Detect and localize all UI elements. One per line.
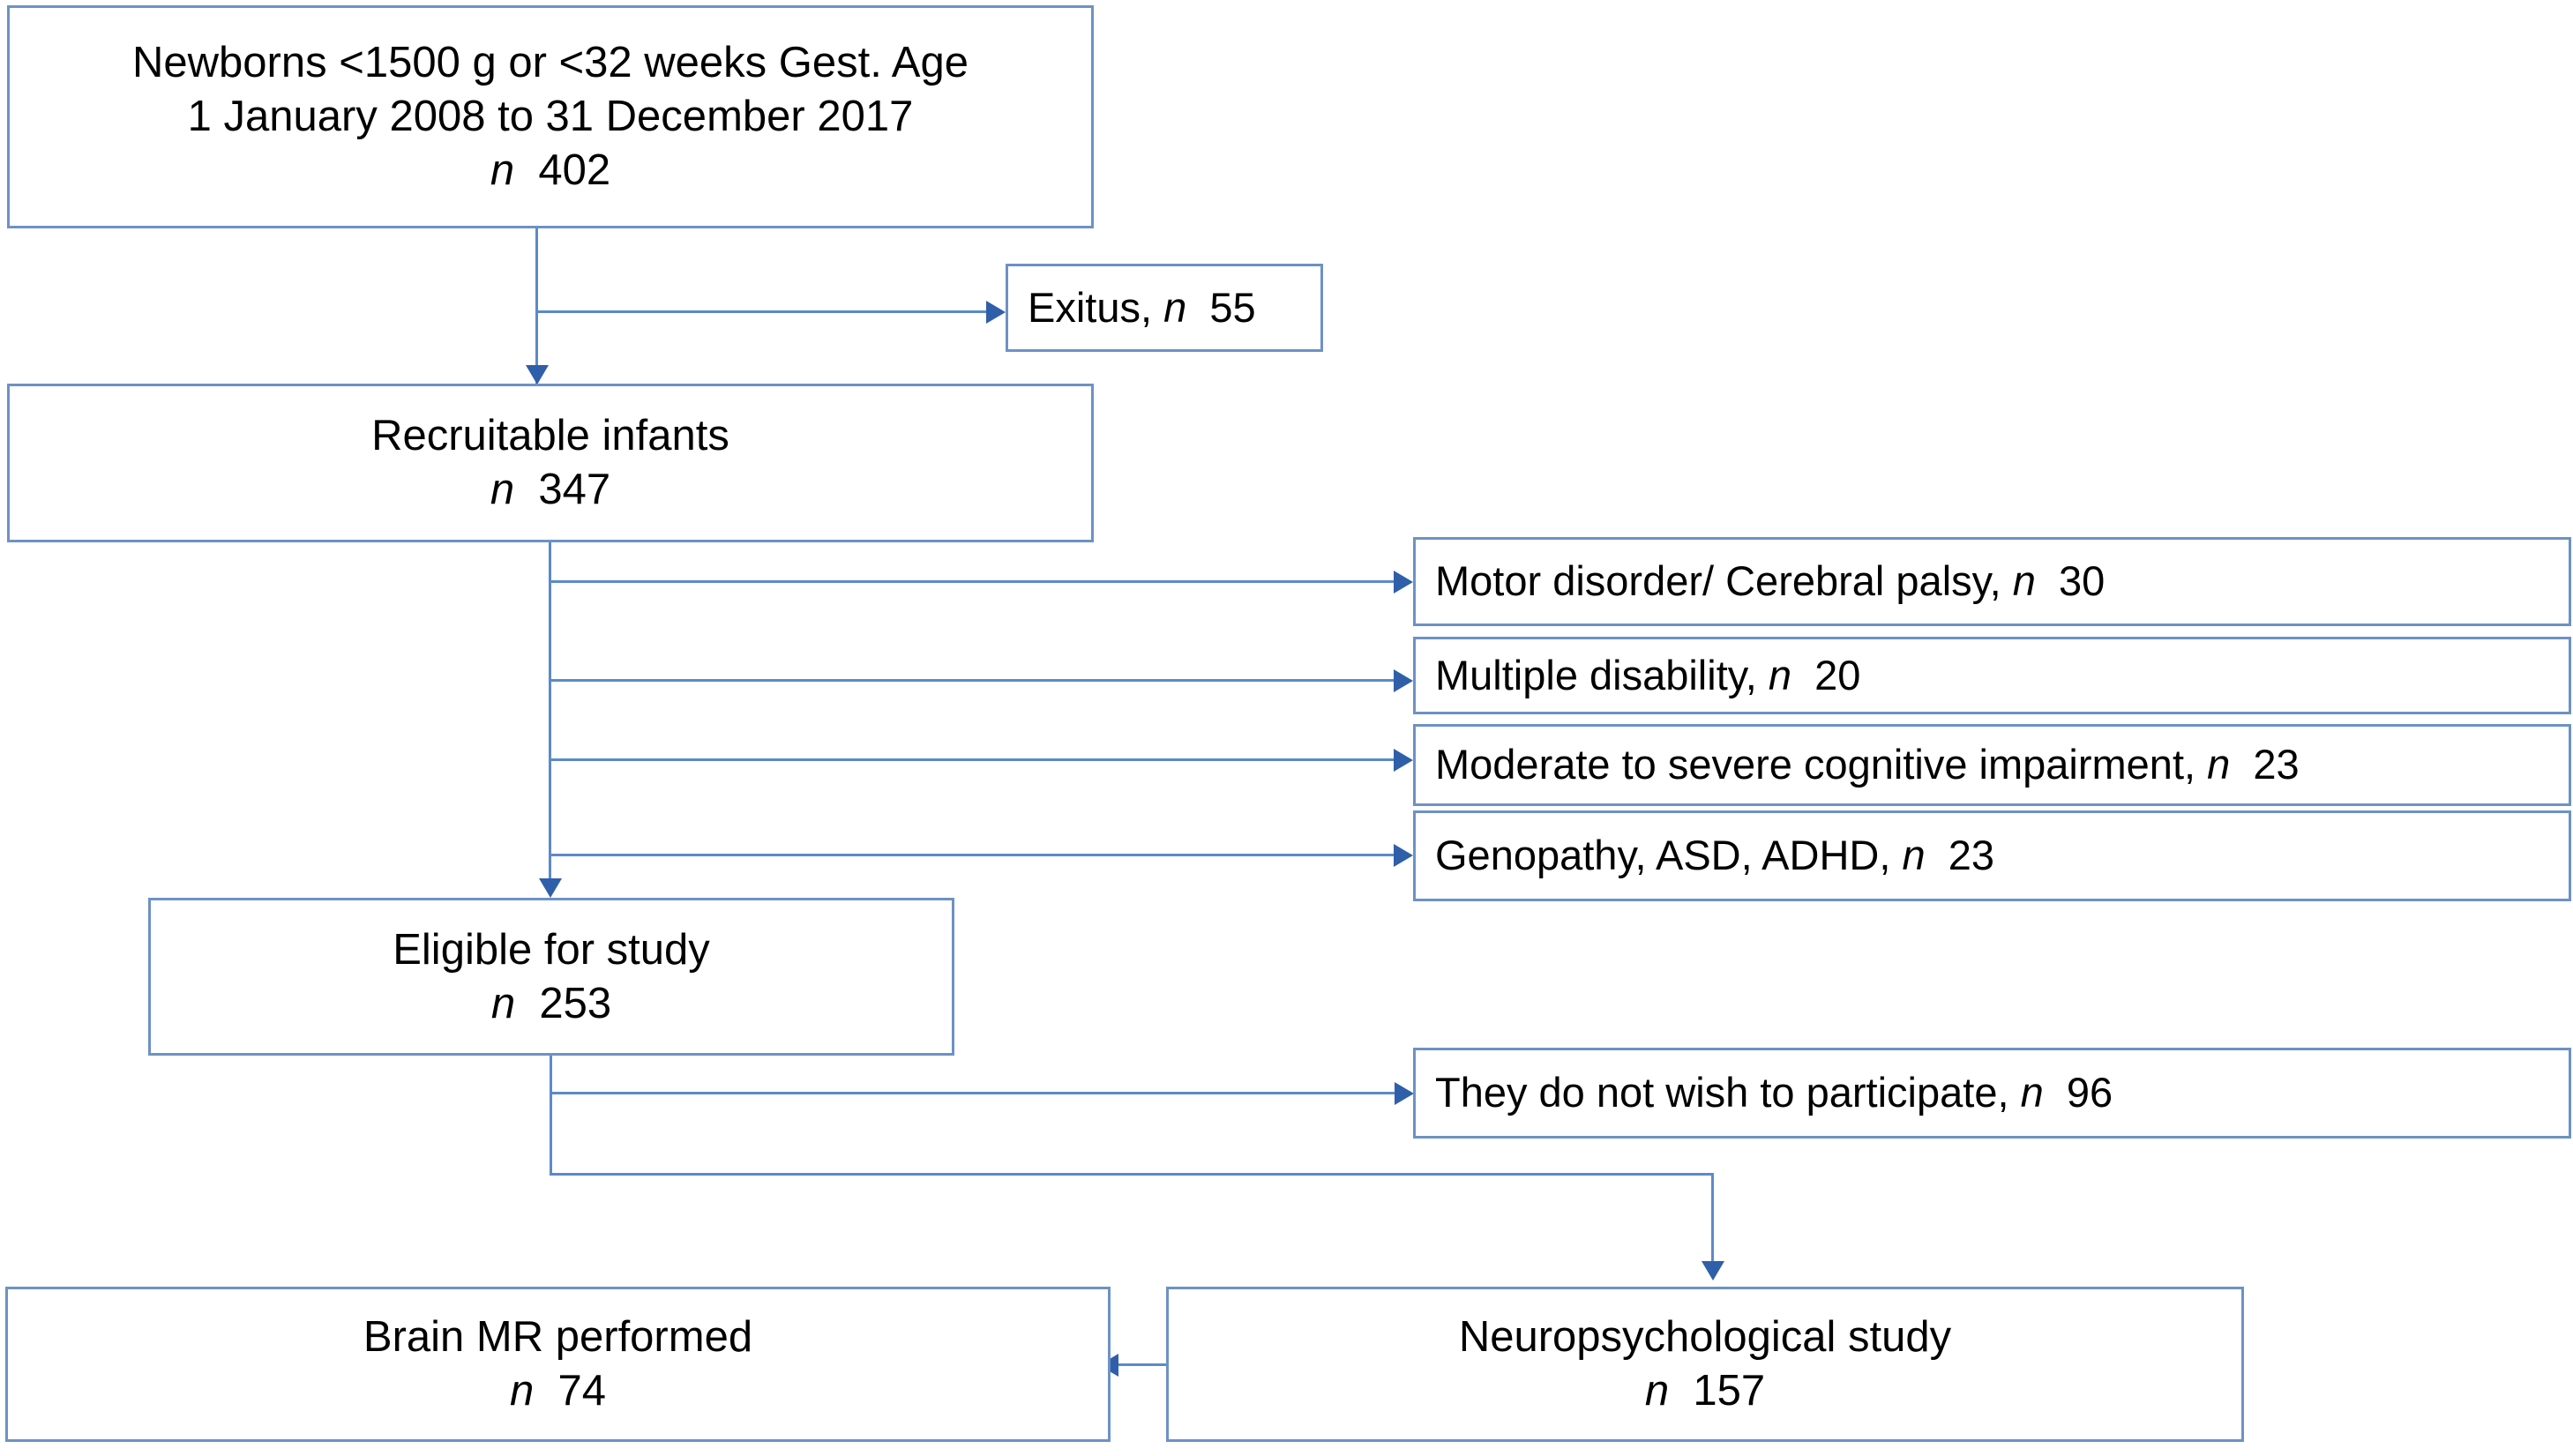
arrowhead-to-eligible xyxy=(539,878,562,898)
exclusion-cognitive-impairment-label: Moderate to severe cognitive impairment, xyxy=(1435,741,2196,788)
newborns-n-value: 402 xyxy=(538,146,611,194)
connector-neuropsych-to-brain-mr xyxy=(1116,1363,1169,1366)
eligible-line-1: Eligible for study xyxy=(393,925,710,974)
brain-mr-box[interactable]: Brain MR performed n 74 xyxy=(5,1287,1111,1442)
exclusion-multiple-disability-label: Multiple disability, xyxy=(1435,651,1757,698)
exclusion-cognitive-impairment[interactable]: Moderate to severe cognitive impairment,… xyxy=(1413,724,2571,806)
arrowhead-to-dropout-1 xyxy=(1395,1082,1414,1105)
dropout-do-not-wish[interactable]: They do not wish to participate, n 96 xyxy=(1413,1048,2571,1139)
eligible-n-label: n xyxy=(490,979,516,1027)
connector-eligible-to-neuropsych-horizontal xyxy=(550,1173,1714,1176)
eligible-count: n 253 xyxy=(491,977,611,1031)
connector-newborns-trunk xyxy=(535,228,538,385)
neuropsychological-study-box[interactable]: Neuropsychological study n 157 xyxy=(1166,1287,2244,1442)
arrowhead-to-neuropsych xyxy=(1702,1261,1724,1281)
exclusion-genopathy-asd-adhd-n-value: 23 xyxy=(1948,832,1994,879)
recruitable-n-label: n xyxy=(490,466,515,513)
neuropsych-count: n 157 xyxy=(1645,1364,1765,1418)
exclusion-multiple-disability-n-label: n xyxy=(1768,651,1792,698)
brain-mr-count: n 74 xyxy=(510,1364,606,1418)
connector-newborns-to-exitus xyxy=(535,310,988,313)
dropout-do-not-wish-n-value: 96 xyxy=(2066,1069,2113,1116)
exitus-n-value: 55 xyxy=(1209,283,1256,331)
connector-to-exclusion-1 xyxy=(549,580,1395,583)
arrowhead-to-recruitable xyxy=(526,365,549,385)
arrowhead-to-exclusion-2 xyxy=(1394,669,1413,692)
neuropsych-line-1: Neuropsychological study xyxy=(1458,1313,1952,1362)
exclusion-multiple-disability[interactable]: Multiple disability, n 20 xyxy=(1413,637,2571,714)
arrowhead-to-exclusion-4 xyxy=(1394,844,1413,867)
connector-eligible-to-neuropsych-vertical xyxy=(1711,1173,1714,1265)
exclusion-genopathy-asd-adhd-n-label: n xyxy=(1902,832,1926,879)
connector-eligible-trunk xyxy=(550,1055,552,1176)
exclusion-genopathy-asd-adhd-label: Genopathy, ASD, ADHD, xyxy=(1435,832,1891,879)
exclusion-motor-disorder[interactable]: Motor disorder/ Cerebral palsy, n 30 xyxy=(1413,537,2571,626)
exclusion-cognitive-impairment-n-label: n xyxy=(2207,741,2231,788)
newborns-box[interactable]: Newborns <1500 g or <32 weeks Gest. Age … xyxy=(7,5,1094,228)
exclusion-motor-disorder-n-label: n xyxy=(2012,557,2036,605)
recruitable-line-1: Recruitable infants xyxy=(371,412,729,460)
brain-mr-n-label: n xyxy=(509,1367,535,1415)
exclusion-motor-disorder-text: Motor disorder/ Cerebral palsy, n 30 xyxy=(1435,556,2105,607)
newborns-count: n 402 xyxy=(490,144,610,198)
dropout-do-not-wish-n-label: n xyxy=(2020,1069,2044,1116)
exitus-box[interactable]: Exitus, n 55 xyxy=(1006,264,1323,352)
neuropsych-n-label: n xyxy=(1644,1367,1670,1415)
connector-to-dropout-1 xyxy=(550,1092,1396,1094)
connector-to-exclusion-3 xyxy=(549,758,1395,761)
recruitable-count: n 347 xyxy=(490,463,610,517)
exclusion-motor-disorder-label: Motor disorder/ Cerebral palsy, xyxy=(1435,557,2001,605)
dropout-do-not-wish-text: They do not wish to participate, n 96 xyxy=(1435,1067,2113,1118)
arrowhead-to-exclusion-3 xyxy=(1394,749,1413,772)
eligible-n-value: 253 xyxy=(539,979,612,1027)
neuropsych-n-value: 157 xyxy=(1693,1367,1766,1415)
exclusion-multiple-disability-text: Multiple disability, n 20 xyxy=(1435,650,1860,701)
arrowhead-to-exitus xyxy=(986,301,1006,324)
newborns-line-2: 1 January 2008 to 31 December 2017 xyxy=(187,93,914,141)
brain-mr-line-1: Brain MR performed xyxy=(363,1313,753,1362)
connector-to-exclusion-4 xyxy=(549,854,1395,856)
newborns-line-1: Newborns <1500 g or <32 weeks Gest. Age xyxy=(132,39,969,87)
brain-mr-n-value: 74 xyxy=(557,1367,606,1415)
exclusion-genopathy-asd-adhd[interactable]: Genopathy, ASD, ADHD, n 23 xyxy=(1413,810,2571,901)
connector-to-exclusion-2 xyxy=(549,679,1395,682)
exclusion-multiple-disability-n-value: 20 xyxy=(1814,651,1861,698)
recruitable-n-value: 347 xyxy=(538,466,611,513)
arrowhead-to-exclusion-1 xyxy=(1394,571,1413,594)
exclusion-motor-disorder-n-value: 30 xyxy=(2059,557,2106,605)
exclusion-cognitive-impairment-text: Moderate to severe cognitive impairment,… xyxy=(1435,739,2300,790)
recruitable-infants-box[interactable]: Recruitable infants n 347 xyxy=(7,384,1094,542)
exitus-text: Exitus, n 55 xyxy=(1028,282,1256,333)
exclusion-genopathy-asd-adhd-text: Genopathy, ASD, ADHD, n 23 xyxy=(1435,830,1994,881)
dropout-do-not-wish-label: They do not wish to participate, xyxy=(1435,1069,2009,1116)
exitus-label: Exitus, xyxy=(1028,283,1153,331)
eligible-for-study-box[interactable]: Eligible for study n 253 xyxy=(148,898,954,1056)
connector-recruitable-trunk xyxy=(549,542,551,886)
exclusion-cognitive-impairment-n-value: 23 xyxy=(2253,741,2300,788)
exitus-n-label: n xyxy=(1163,283,1187,331)
newborns-n-label: n xyxy=(490,146,515,194)
